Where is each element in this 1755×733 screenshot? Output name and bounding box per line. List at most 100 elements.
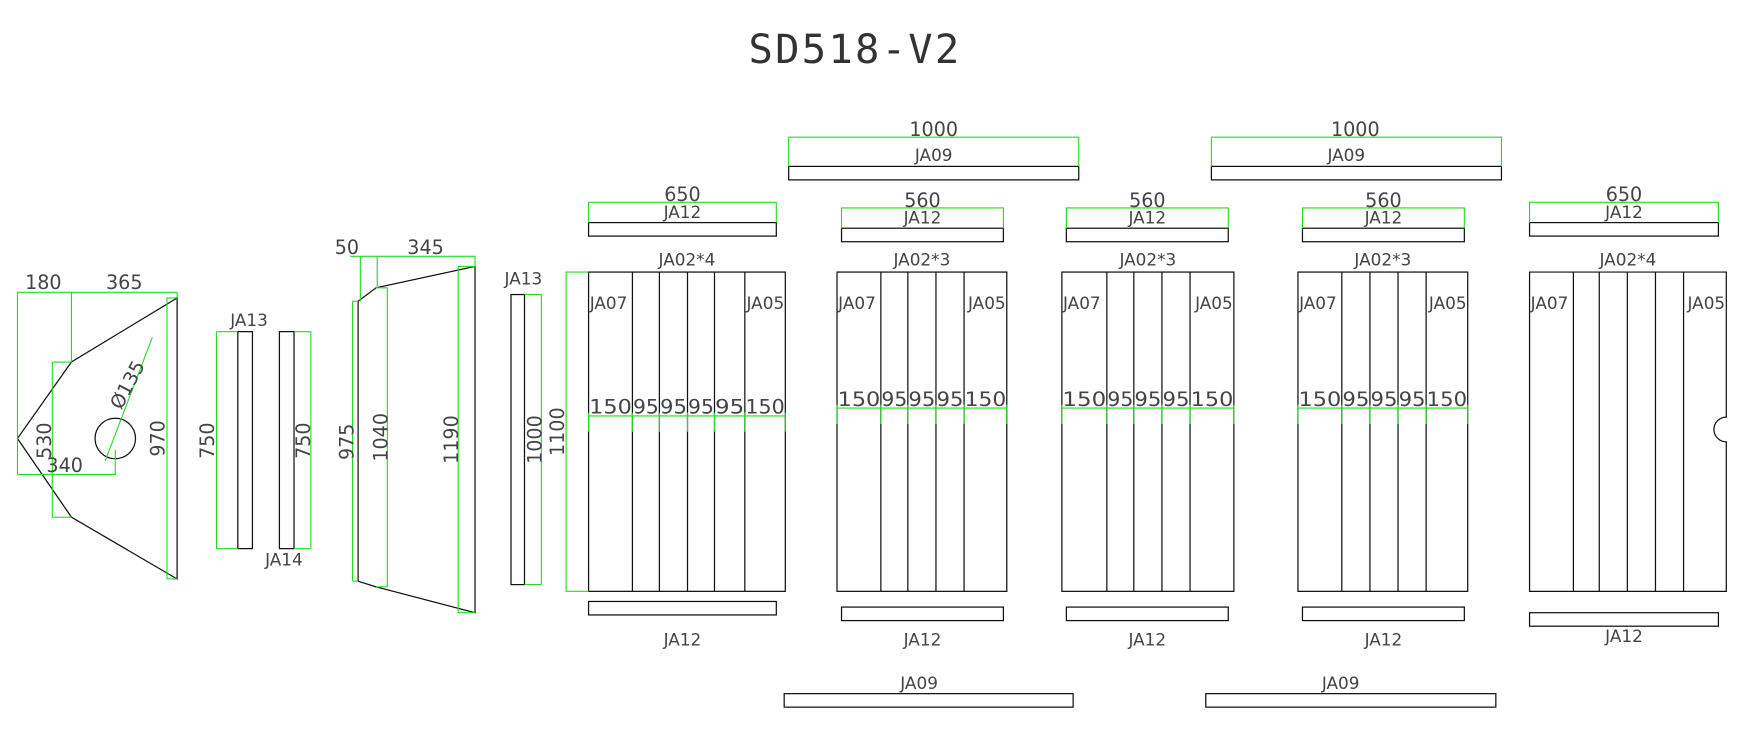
bottom-rail-label: JA12	[663, 629, 702, 649]
right-stile-label: JA05	[967, 293, 1006, 313]
door-outline	[1061, 271, 1235, 592]
slat-width: 150	[745, 396, 784, 419]
top-rail-1: 1000 JA09	[788, 118, 1080, 181]
slat-width: 95	[1370, 388, 1397, 411]
post-ja14	[278, 331, 295, 550]
dim-340: 340	[46, 454, 82, 477]
left-stile-label: JA07	[837, 293, 876, 313]
rail-dimension	[1210, 136, 1503, 167]
dim-50: 50	[335, 236, 359, 259]
slat-width: 150	[1299, 388, 1342, 411]
top-rail-label: JA12	[663, 202, 702, 222]
slat-width: 95	[1134, 388, 1161, 411]
dim-975: 975	[336, 424, 359, 460]
post-ja13	[237, 331, 254, 550]
door-outline	[836, 271, 1008, 592]
left-stile-label: JA07	[1062, 293, 1101, 313]
top-rail-ja12	[1301, 227, 1465, 243]
slat-width: 95	[1162, 388, 1189, 411]
left-stile-label: JA07	[1530, 293, 1569, 313]
top-rail-label: JA12	[1604, 202, 1643, 222]
bottom-rail-ja12	[587, 600, 777, 616]
right-stile-label: JA05	[1686, 293, 1725, 313]
single-post-dimension	[524, 293, 542, 586]
width-dimension-line	[1061, 404, 1235, 424]
bottom-rail-ja12	[1528, 612, 1720, 627]
slat-width: 150	[838, 388, 881, 411]
posts: JA13 750 JA14 750	[196, 310, 315, 569]
top-rail-length: 560	[904, 189, 940, 212]
slat-width: 150	[1062, 388, 1106, 411]
top-rail-length: 650	[1606, 183, 1642, 206]
top-rail-dimension	[1528, 201, 1719, 223]
slat-count-label: JA02*4	[1599, 249, 1657, 269]
slat-count-label: JA02*3	[1118, 249, 1176, 269]
slat-width: 95	[937, 388, 964, 411]
door-outline	[1297, 271, 1469, 592]
bottom-rail-1: JA09	[783, 673, 1074, 708]
dim-345: 345	[407, 236, 443, 259]
top-rail-dimension	[588, 201, 777, 223]
door-outline	[1528, 271, 1727, 592]
single-post: JA13 1000	[504, 268, 546, 586]
slat-width: 95	[715, 396, 744, 419]
top-rail-length: 560	[1129, 189, 1165, 212]
top-rail-dimension	[1301, 207, 1465, 229]
bottom-rail-label: JA12	[1604, 626, 1643, 646]
post-ja14-label: JA14	[264, 549, 303, 569]
post-single	[510, 293, 526, 586]
post-ja14-height: 750	[292, 422, 315, 458]
rail-length: 1000	[1331, 118, 1380, 141]
top-rail-label: JA12	[1364, 208, 1403, 228]
slat-width: 95	[660, 396, 687, 419]
dim-180: 180	[25, 271, 61, 294]
slat-count-label: JA02*4	[658, 249, 716, 269]
left-stile-label: JA07	[589, 293, 628, 313]
slat-width: 95	[881, 388, 907, 411]
top-rail-length: 560	[1365, 189, 1401, 212]
slat-width: 95	[688, 396, 714, 419]
bottom-rail-label: JA12	[1364, 629, 1403, 649]
bottom-rail-label: JA12	[1127, 629, 1166, 649]
dim-530: 530	[33, 422, 56, 458]
post-ja13-label: JA13	[229, 310, 268, 330]
bottom-rail-ja12	[840, 606, 1005, 622]
top-rail-dimension	[1065, 207, 1229, 229]
slat-width: 95	[908, 388, 935, 411]
slat-width: 95	[1399, 388, 1426, 411]
dim-970: 970	[147, 420, 170, 456]
slat-width: 150	[965, 388, 1007, 411]
rail-label: JA09	[1326, 145, 1365, 165]
top-rail-length: 650	[664, 183, 700, 206]
rail-label: JA09	[1321, 673, 1360, 693]
width-dimension-line	[1297, 404, 1469, 424]
door-height-dimension	[565, 271, 589, 592]
right-stile-label: JA05	[1194, 293, 1233, 313]
rail-ja09	[783, 693, 1074, 708]
door-height: 1100	[546, 407, 569, 456]
bottom-rail-label: JA12	[903, 629, 942, 649]
width-dimension-line	[836, 404, 1008, 424]
dim-hole-diameter: Ø135	[105, 357, 149, 413]
rail-label: JA09	[914, 145, 953, 165]
dimension-lines	[16, 291, 178, 580]
dim-365: 365	[106, 271, 142, 294]
bottom-rail-ja12	[1065, 606, 1229, 622]
post-dimensions	[215, 331, 312, 550]
slat-width: 150	[1427, 388, 1467, 411]
slat-width: 95	[633, 396, 659, 419]
top-rail-label: JA12	[1127, 208, 1166, 228]
top-rail-label: JA12	[903, 208, 942, 228]
dim-1190: 1190	[440, 415, 463, 464]
tapered-panel: 50 345 975 1040 1190	[335, 236, 476, 614]
slat-width: 95	[1107, 388, 1133, 411]
drawing-title: SD518-V2	[749, 25, 962, 73]
rail-ja09	[1205, 693, 1497, 708]
right-stile-label: JA05	[746, 293, 785, 313]
top-rail-ja12	[840, 227, 1005, 243]
top-rail-ja12	[587, 221, 777, 237]
